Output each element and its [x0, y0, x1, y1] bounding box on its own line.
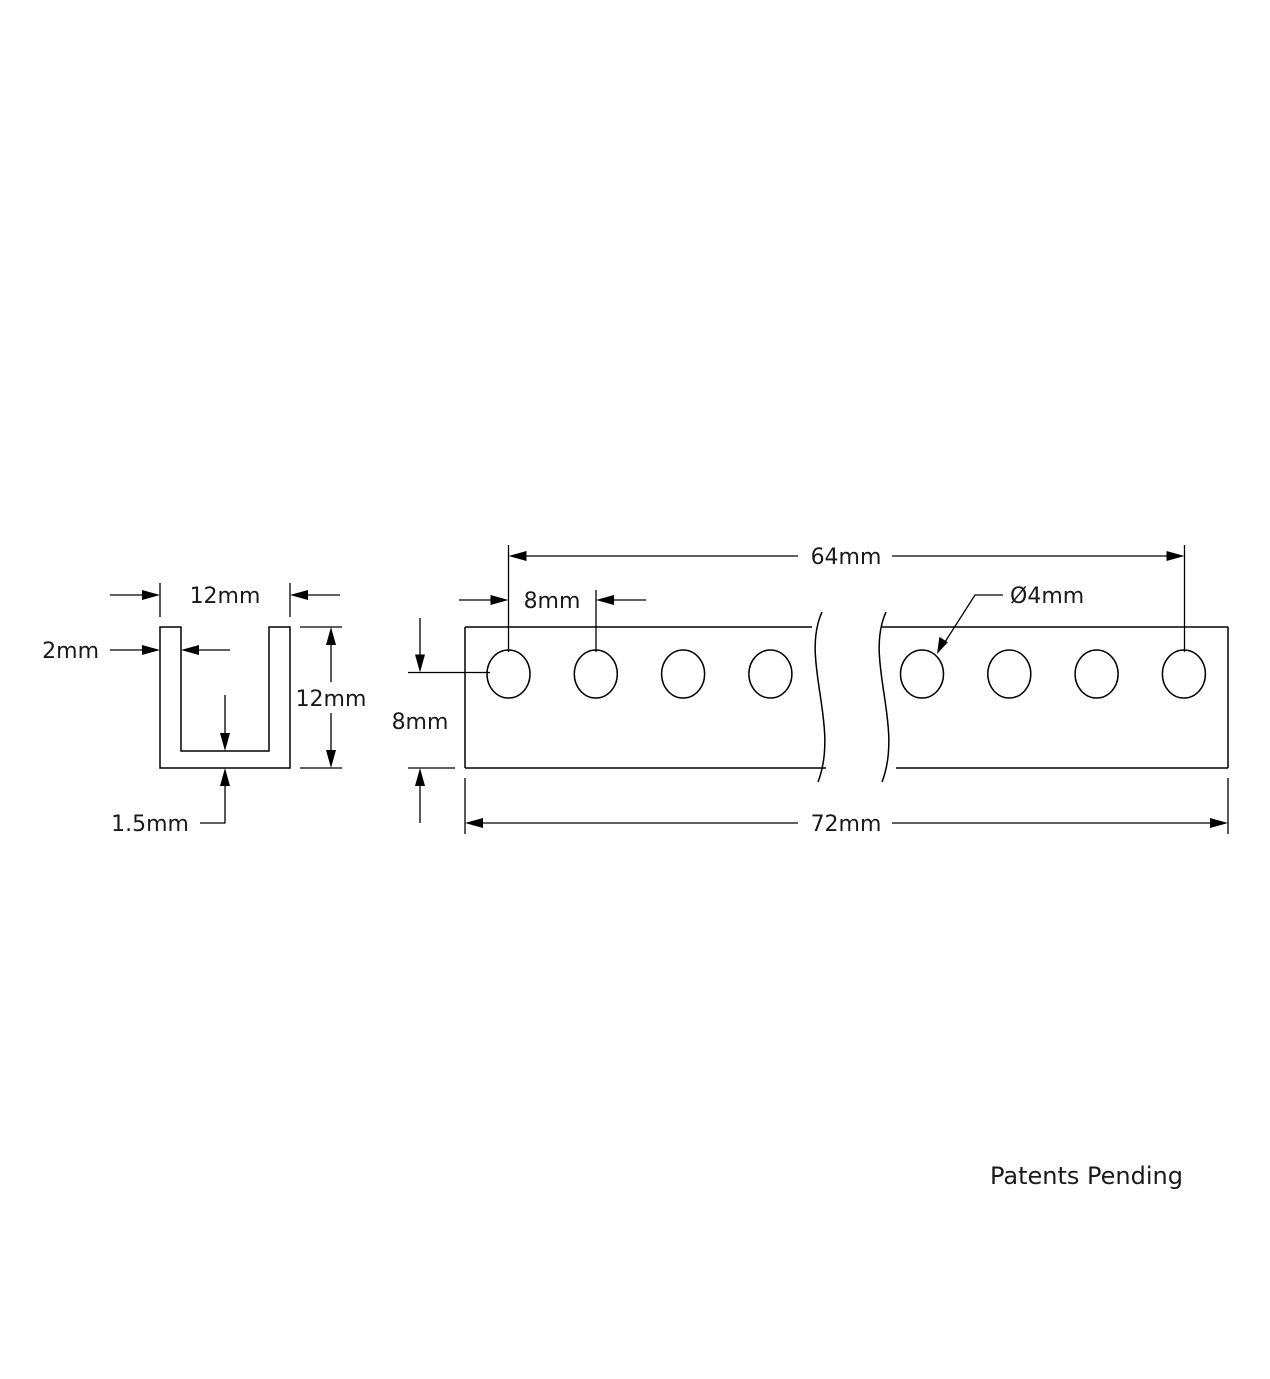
- span-label: 64mm: [811, 545, 882, 570]
- wall-arrow-left: [142, 645, 160, 655]
- channel-profile-view: 12mm 2mm 12mm 1.5mm: [42, 583, 366, 837]
- pitch-label: 8mm: [524, 589, 581, 614]
- mounting-hole-4: [748, 649, 793, 699]
- height-arrow-bottom: [326, 750, 336, 768]
- offset-arrow-up: [415, 768, 425, 786]
- break-line-left: [814, 611, 826, 783]
- wall-label: 2mm: [42, 639, 99, 664]
- wall-arrow-right: [181, 645, 199, 655]
- width-arrow-left: [142, 590, 160, 600]
- channel-outline: [159, 626, 291, 769]
- hole-pattern: [486, 649, 1207, 699]
- height-label: 12mm: [296, 687, 367, 712]
- span-arrow-right: [1166, 551, 1185, 561]
- base-arrow-down: [220, 733, 230, 751]
- length-arrow-right: [1210, 818, 1228, 828]
- pitch-arrow-left: [490, 595, 509, 605]
- hole-diameter-label: Ø4mm: [1010, 584, 1084, 609]
- mounting-hole-3: [660, 649, 706, 699]
- mounting-hole-6: [987, 649, 1032, 699]
- span-arrow-left: [508, 551, 527, 561]
- base-label: 1.5mm: [111, 812, 189, 837]
- break-line-right: [878, 611, 890, 783]
- mounting-hole-1: [486, 649, 531, 699]
- width-label: 12mm: [190, 584, 261, 609]
- mounting-hole-7: [1074, 649, 1119, 699]
- mounting-hole-5: [899, 649, 945, 699]
- patents-note: Patents Pending: [990, 1162, 1183, 1190]
- channel-side-view: 64mm 8mm Ø4mm 8mm 72mm: [392, 545, 1229, 837]
- base-arrow-up: [220, 768, 230, 786]
- mounting-hole-8: [1161, 649, 1207, 699]
- pitch-arrow-right: [596, 595, 614, 605]
- mounting-hole-2: [573, 649, 619, 699]
- offset-label: 8mm: [392, 710, 449, 735]
- offset-arrow-down: [415, 654, 425, 673]
- height-arrow-top: [326, 627, 336, 645]
- width-arrow-right: [290, 590, 308, 600]
- hole-leader-arrow: [937, 636, 948, 654]
- length-label: 72mm: [811, 812, 882, 837]
- length-arrow-left: [465, 818, 483, 828]
